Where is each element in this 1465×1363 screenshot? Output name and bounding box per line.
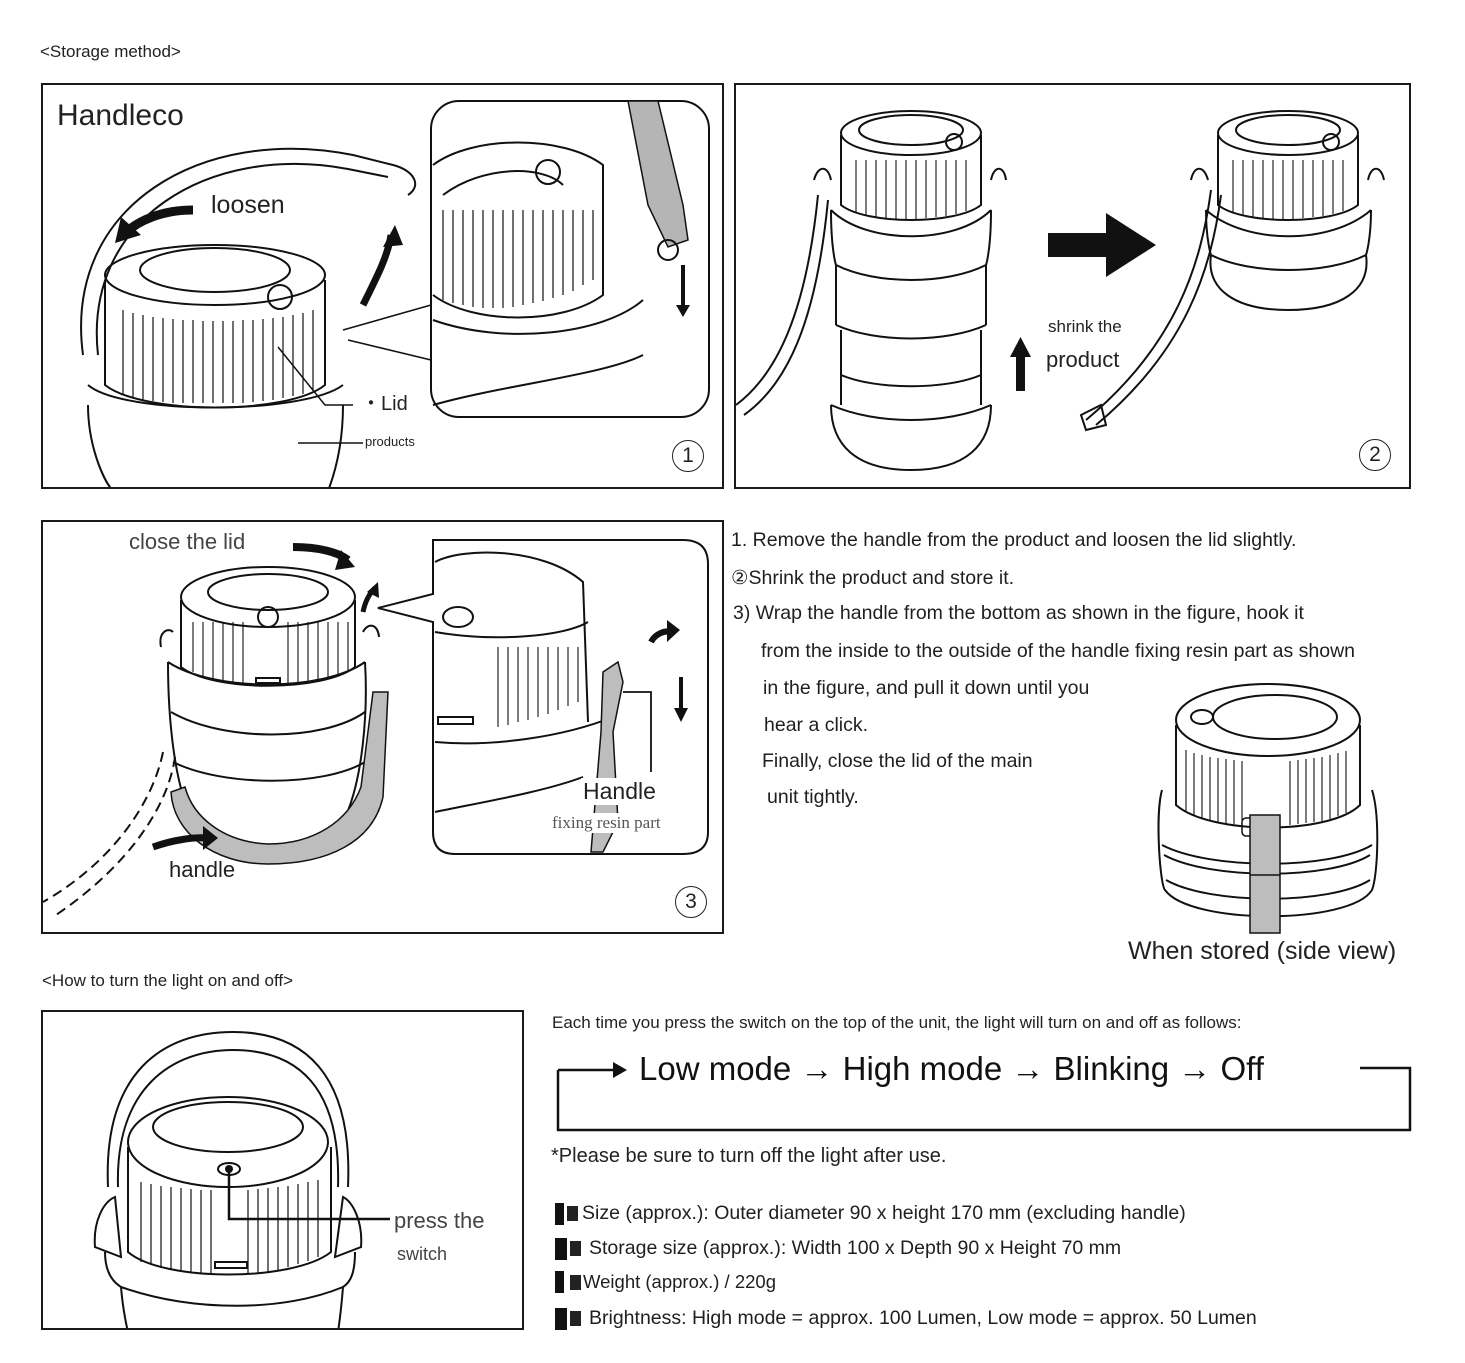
step-number-1: 1 bbox=[672, 440, 704, 472]
square-bullet-icon bbox=[555, 1237, 567, 1260]
spec-storage-size-text: Storage size (approx.): Width 100 x Dept… bbox=[589, 1237, 1122, 1259]
right-arrow bbox=[1048, 213, 1156, 277]
mode-low: Low mode bbox=[639, 1050, 792, 1087]
switch-icon bbox=[225, 1165, 233, 1173]
step-1-illustration bbox=[80, 100, 710, 487]
callout-fixing-resin-label: fixing resin part bbox=[552, 813, 661, 833]
square-bullet-icon bbox=[570, 1311, 581, 1326]
arrow-icon: → bbox=[1011, 1050, 1045, 1087]
products-label: products bbox=[365, 434, 415, 449]
mode-blinking: Blinking bbox=[1053, 1050, 1170, 1087]
arrow-icon: → bbox=[1178, 1050, 1212, 1087]
cycle-start-arrow-icon bbox=[613, 1062, 627, 1078]
stored-side-view-illustration bbox=[1157, 683, 1379, 934]
mode-high: High mode bbox=[842, 1050, 1003, 1087]
step-number-2: 2 bbox=[1359, 439, 1391, 471]
lid-top bbox=[104, 244, 326, 306]
square-bullet-icon bbox=[555, 1307, 567, 1330]
handle-label: handle bbox=[169, 857, 236, 882]
strap-inset bbox=[627, 100, 689, 248]
light-switch-panel: press the switch bbox=[41, 1010, 524, 1330]
mode-cycle-text: Low mode → High mode → Blinking → Off bbox=[639, 1050, 1264, 1088]
mode-off: Off bbox=[1220, 1050, 1264, 1087]
handle-strap bbox=[80, 147, 417, 356]
stored-caption: When stored (side view) bbox=[1128, 937, 1397, 965]
square-bullet-icon bbox=[570, 1241, 581, 1256]
cycle-loop-line bbox=[556, 1066, 1412, 1132]
strap-left bbox=[736, 194, 829, 416]
step-3-illustration bbox=[43, 539, 709, 918]
instruction-line-7: Finally, close the lid of the main bbox=[762, 750, 1033, 772]
lid-ribs bbox=[122, 310, 314, 403]
instruction-line-4: from the inside to the outside of the ha… bbox=[761, 640, 1356, 662]
step-number-3: 3 bbox=[675, 886, 707, 918]
arrow-icon: → bbox=[800, 1050, 834, 1087]
mode-cycle-loop bbox=[556, 1062, 1412, 1132]
callout-handle-label: Handle bbox=[581, 778, 658, 805]
stored-handle-strap bbox=[1249, 814, 1281, 934]
square-bullet-icon bbox=[567, 1206, 578, 1221]
shrink-label-line1: shrink the bbox=[1048, 317, 1122, 336]
switch-pointer bbox=[227, 1172, 390, 1221]
instruction-line-1: 1. Remove the handle from the product an… bbox=[731, 529, 1297, 551]
up-arrow bbox=[1016, 353, 1025, 391]
spec-brightness-text: Brightness: High mode = approx. 100 Lume… bbox=[589, 1307, 1257, 1329]
square-bullet-icon bbox=[570, 1274, 581, 1290]
instruction-line-3: 3) Wrap the handle from the bottom as sh… bbox=[733, 602, 1304, 624]
light-switch-illustration bbox=[93, 1030, 390, 1328]
spec-storage-size: Storage size (approx.): Width 100 x Dept… bbox=[555, 1237, 1121, 1260]
step-3-panel: close the lid handle Handle fixing resin… bbox=[41, 520, 724, 934]
strap-right bbox=[1085, 189, 1222, 426]
spec-size: Size (approx.): Outer diameter 90 x heig… bbox=[555, 1202, 1186, 1225]
handle-arc bbox=[106, 1030, 350, 1188]
brand-label: Handleco bbox=[57, 99, 184, 132]
press-switch-label-line1: press the bbox=[394, 1208, 485, 1233]
spec-brightness: Brightness: High mode = approx. 100 Lume… bbox=[555, 1307, 1257, 1330]
instruction-line-8: unit tightly. bbox=[767, 786, 859, 808]
square-bullet-icon bbox=[555, 1271, 564, 1293]
instruction-line-6: hear a click. bbox=[764, 714, 869, 736]
detail-inset bbox=[377, 539, 709, 855]
spec-size-text: Size (approx.): Outer diameter 90 x heig… bbox=[582, 1202, 1186, 1224]
lid-label: ・Lid bbox=[361, 393, 408, 415]
instruction-line-5: in the figure, and pull it down until yo… bbox=[763, 677, 1090, 699]
dashed-strap bbox=[43, 751, 164, 903]
spec-weight: Weight (approx.) / 220g bbox=[555, 1271, 776, 1293]
step-1-panel: Handleco loosen ・Lid products 1 bbox=[41, 83, 724, 489]
step-2-panel: shrink the product 2 bbox=[734, 83, 1411, 489]
close-lid-label: close the lid bbox=[129, 529, 246, 554]
light-intro-text: Each time you press the switch on the to… bbox=[552, 1013, 1242, 1032]
press-switch-label-line2: switch bbox=[397, 1244, 448, 1264]
shrink-label-line2: product bbox=[1046, 347, 1120, 372]
square-bullet-icon bbox=[555, 1202, 564, 1225]
storage-method-title: <Storage method> bbox=[40, 42, 181, 61]
spec-weight-text: Weight (approx.) / 220g bbox=[583, 1271, 776, 1292]
light-section-title: <How to turn the light on and off> bbox=[42, 971, 294, 990]
loosen-label: loosen bbox=[211, 191, 285, 219]
step-2-illustration bbox=[736, 110, 1385, 472]
turn-off-note: *Please be sure to turn off the light af… bbox=[551, 1145, 947, 1167]
wrapped-handle bbox=[170, 691, 389, 865]
instruction-line-2: ②Shrink the product and store it. bbox=[731, 567, 1015, 589]
detail-inset bbox=[430, 100, 710, 418]
